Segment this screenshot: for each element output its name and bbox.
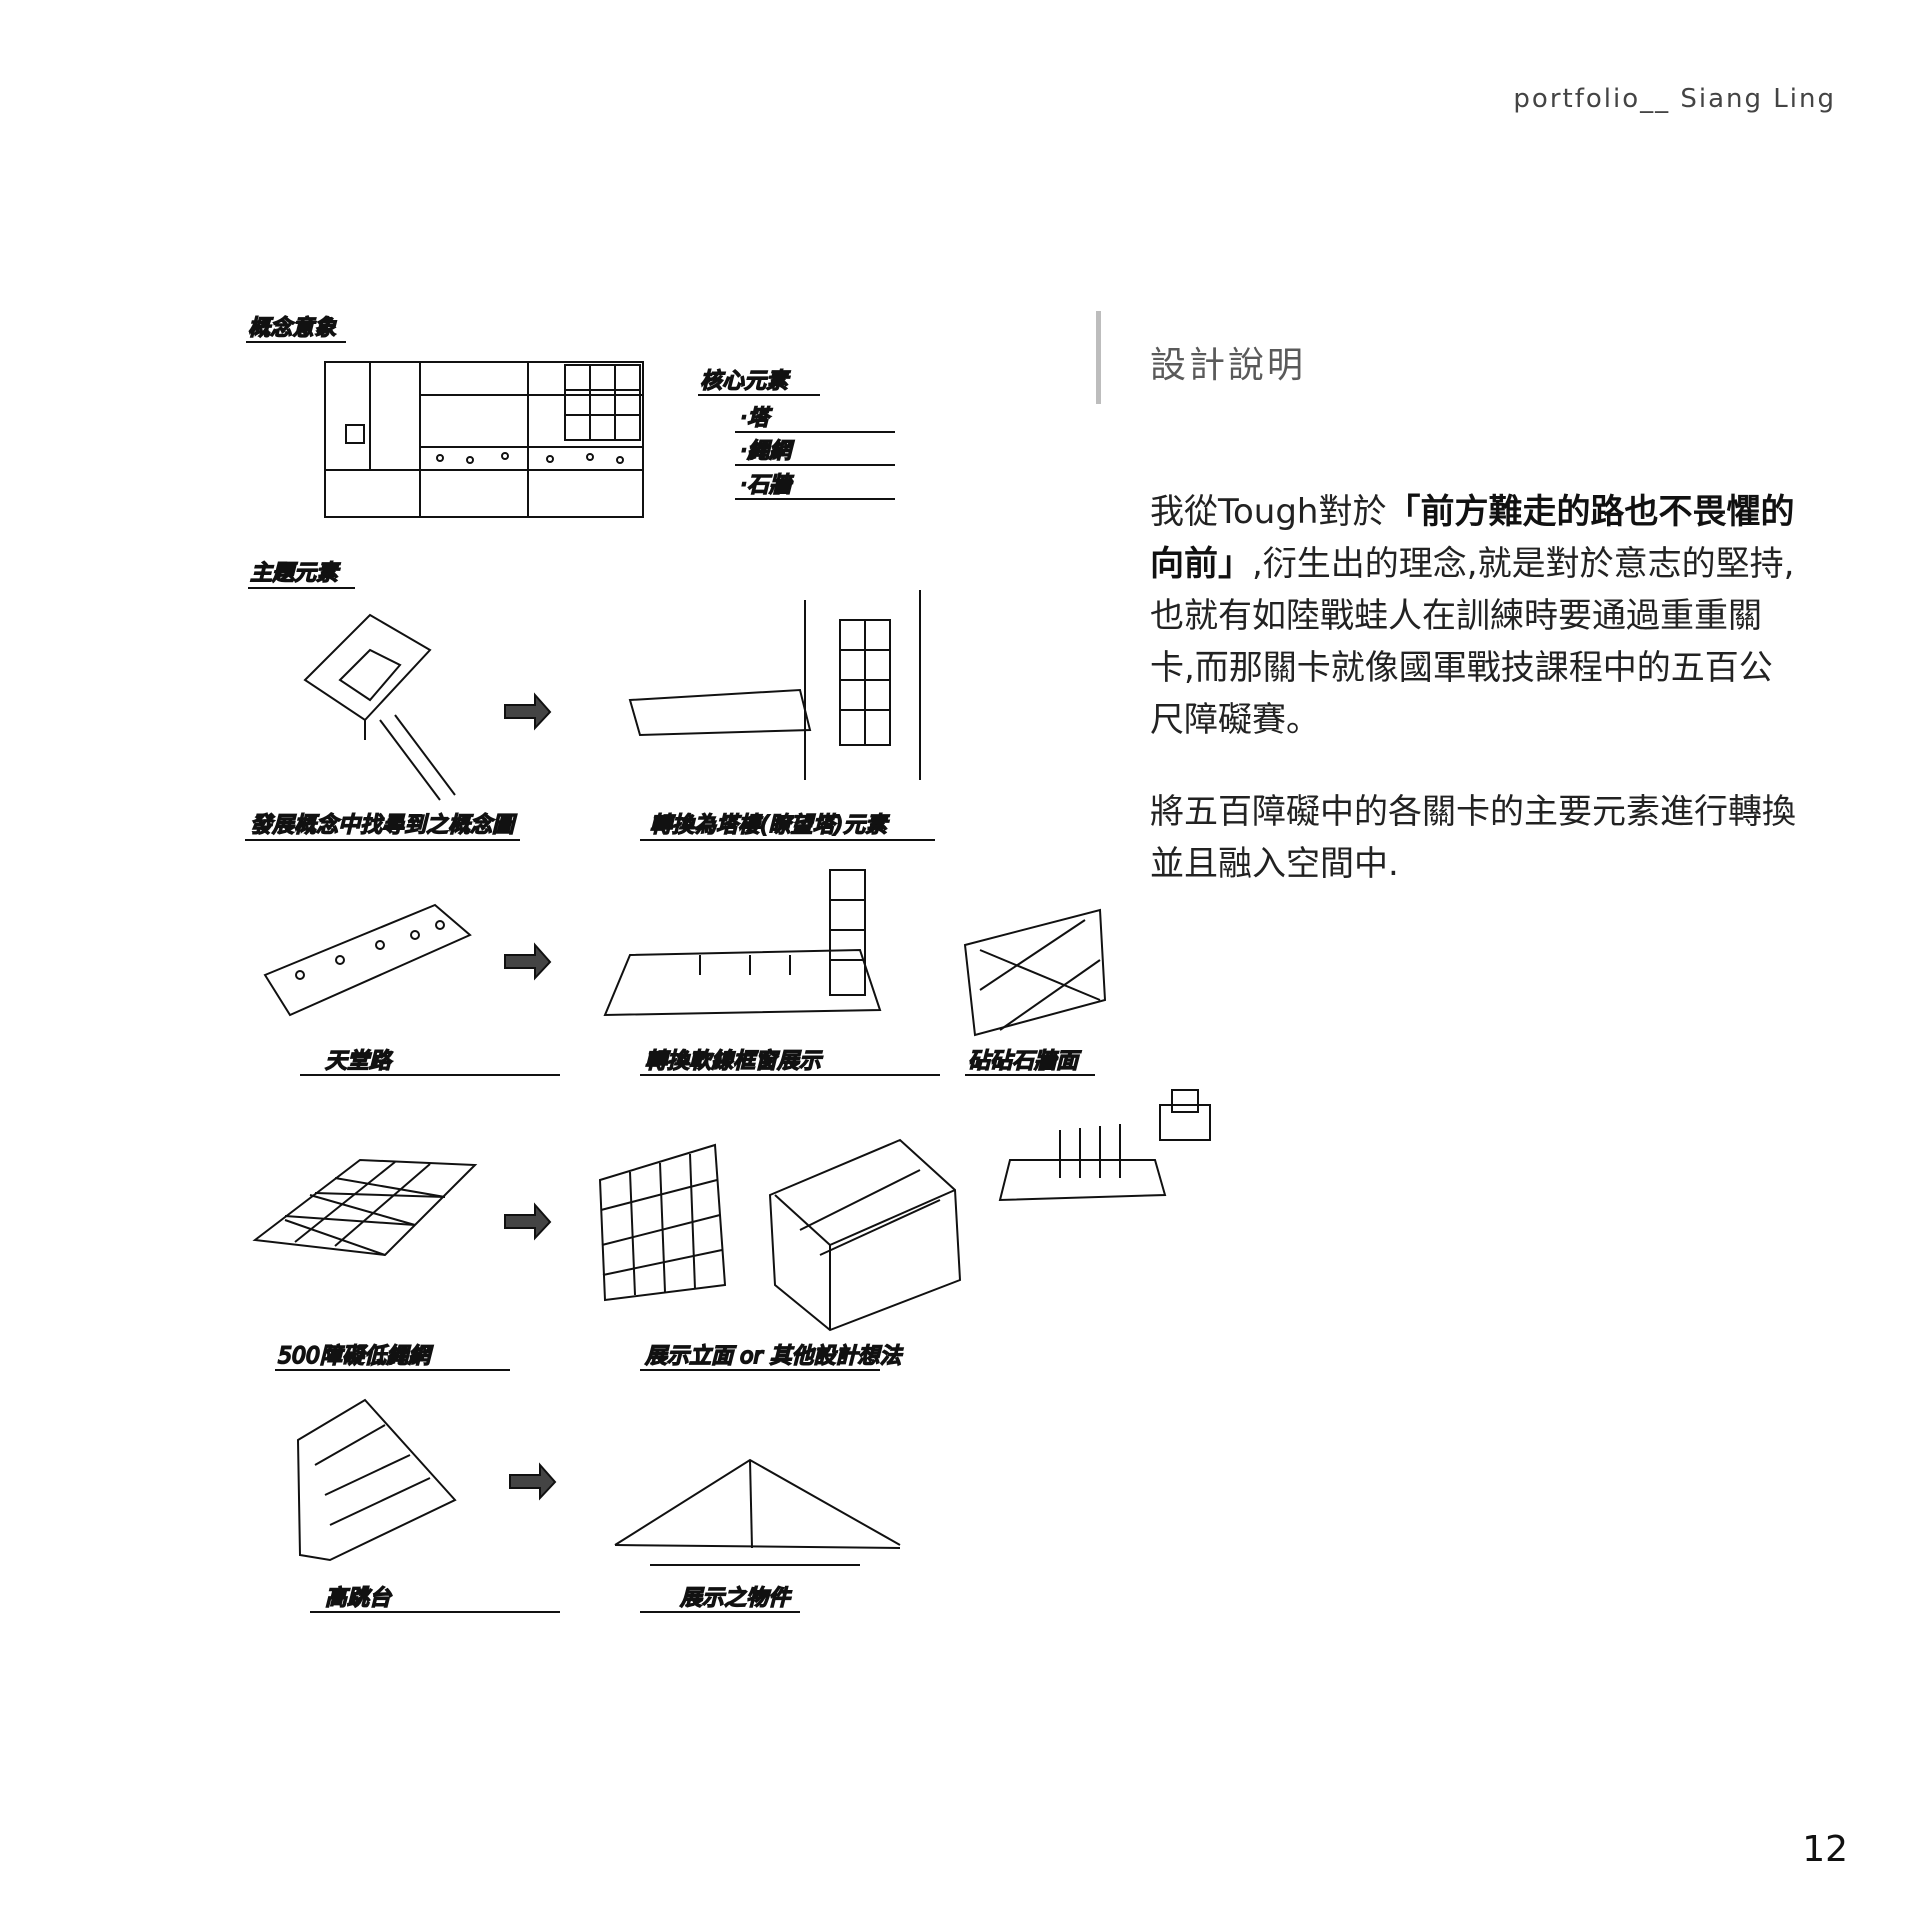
concept-title: 概念意象 [248, 316, 337, 341]
caption-row3-right: 展示立面 or 其他設計想法 [645, 1344, 903, 1369]
design-transform-paragraph: 將五百障礙中的各關卡的主要元素進行轉換並且融入空間中. [1150, 792, 1796, 884]
arrow-icon [504, 942, 552, 981]
courtyard-sketch [303, 613, 456, 801]
low-net-plan-sketch [998, 1089, 1211, 1202]
heaven-road-sketch [263, 903, 472, 1017]
arrow-icon [504, 692, 552, 731]
paragraph1-bold: 「前方難走的路也不畏懼的向前」 [1150, 492, 1795, 584]
facade-grid-sketch [598, 1143, 727, 1302]
caption-row3-left: 500障礙低繩網 [278, 1344, 433, 1369]
tower-transform-sketch [628, 590, 921, 780]
caption-row2-left: 天堂路 [325, 1049, 393, 1074]
caption-row4-right: 展示之物件 [680, 1586, 792, 1611]
portfolio-header: portfolio__ Siang Ling [1513, 84, 1836, 114]
caption-row4-left: 高跳台 [325, 1586, 392, 1611]
caption-row1-right: 轉換為塔樓(瞭望塔)元素 [650, 813, 890, 838]
design-description-paragraph: 我從Tough對於「前方難走的路也不畏懼的向前」,衍生出的理念,就是對於意志的堅… [1150, 486, 1800, 746]
paragraph1-pre: 我從Tough對於 [1150, 492, 1387, 532]
core-element-tower: ·塔 [740, 406, 773, 431]
core-elements-title: 核心元素 [700, 369, 791, 394]
caption-row1-left: 發展概念中找尋到之概念圖 [250, 813, 517, 838]
theme-title: 主題元素 [250, 561, 341, 586]
stone-wall-sketch [963, 908, 1107, 1037]
arrow-icon [509, 1462, 557, 1501]
net-box-sketch [768, 1138, 962, 1332]
arrow-icon [504, 1202, 552, 1241]
page-number: 12 [1802, 1829, 1848, 1870]
rope-window-sketch [603, 869, 882, 1017]
section-accent-bar [1096, 311, 1101, 404]
paragraph1-post: ,衍生出的理念,就是對於意志的堅持,也就有如陸戰蛙人在訓練時要通過重重關卡,而那… [1150, 544, 1795, 740]
low-net-sketch [252, 1158, 478, 1257]
caption-row2-right: 砧砧石牆面 [968, 1049, 1082, 1074]
display-object-sketch [614, 1458, 901, 1566]
section-title: 設計說明 [1150, 345, 1307, 386]
core-element-rope-net: ·繩網 [740, 439, 794, 464]
core-element-stone-wall: ·石牆 [740, 473, 794, 498]
concept-plan-grid [324, 361, 644, 518]
high-jump-platform-sketch [296, 1398, 457, 1562]
caption-row2-mid: 轉換軟線框窗展示 [645, 1049, 823, 1074]
